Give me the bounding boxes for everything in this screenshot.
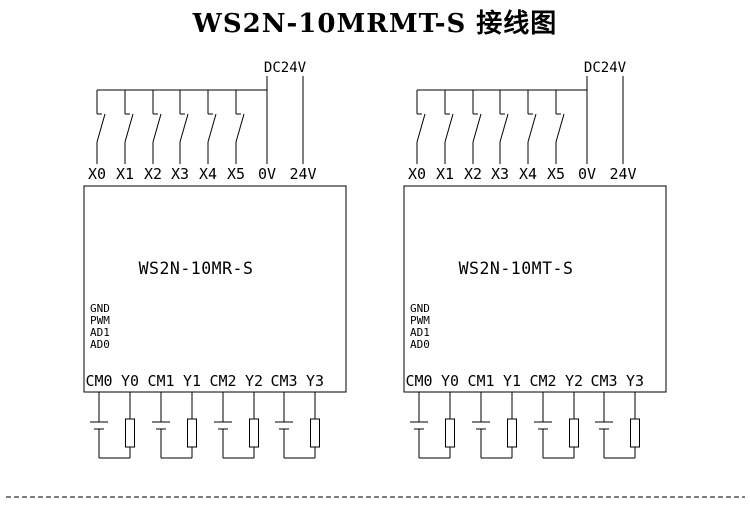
terminal-label-y1: Y1 (503, 372, 521, 390)
terminal-label-cm3: CM3 (270, 372, 297, 390)
io-label-ad1: AD1 (90, 326, 110, 339)
io-label-pwm: PWM (410, 314, 430, 327)
terminal-label-x3: X3 (491, 165, 509, 183)
terminal-label-x2: X2 (144, 165, 162, 183)
io-label-ad0: AD0 (410, 338, 430, 351)
terminal-label-y2: Y2 (245, 372, 263, 390)
power-supply-label: DC24V (264, 60, 307, 76)
terminal-label-x4: X4 (519, 165, 537, 183)
io-label-gnd: GND (410, 302, 430, 315)
terminal-label-y0: Y0 (441, 372, 459, 390)
terminal-label-x2: X2 (464, 165, 482, 183)
terminal-label-x5: X5 (227, 165, 245, 183)
io-label-gnd: GND (90, 302, 110, 315)
right-diagram-labels: DC24V X0 X1 X2 X3 X4 X5 0V 24V WS2N-10MT… (405, 60, 644, 390)
terminal-label-x5: X5 (547, 165, 565, 183)
terminal-label-x0: X0 (88, 165, 106, 183)
terminal-label-y3: Y3 (626, 372, 644, 390)
io-label-pwm: PWM (90, 314, 110, 327)
terminal-label-x0: X0 (408, 165, 426, 183)
page-title: WS2N-10MRMT-S 接线图 (192, 9, 558, 39)
terminal-label-x4: X4 (199, 165, 217, 183)
terminal-label-cm2: CM2 (209, 372, 236, 390)
terminal-label-0v: 0V (258, 165, 276, 183)
terminal-label-0v: 0V (578, 165, 596, 183)
terminal-label-y1: Y1 (183, 372, 201, 390)
power-supply-label: DC24V (584, 60, 627, 76)
terminal-label-cm3: CM3 (590, 372, 617, 390)
terminal-label-y0: Y0 (121, 372, 139, 390)
terminal-label-y2: Y2 (565, 372, 583, 390)
left-diagram-labels: DC24V X0 X1 X2 X3 X4 X5 0V 24V WS2N-10MR… (85, 60, 324, 390)
model-label: WS2N-10MT-S (459, 259, 574, 278)
io-label-ad0: AD0 (90, 338, 110, 351)
terminal-label-cm0: CM0 (85, 372, 112, 390)
terminal-label-x1: X1 (436, 165, 454, 183)
terminal-label-y3: Y3 (306, 372, 324, 390)
io-label-ad1: AD1 (410, 326, 430, 339)
terminal-label-x3: X3 (171, 165, 189, 183)
terminal-label-cm0: CM0 (405, 372, 432, 390)
terminal-label-24v: 24V (609, 165, 636, 183)
terminal-label-cm2: CM2 (529, 372, 556, 390)
terminal-label-cm1: CM1 (147, 372, 174, 390)
terminal-label-cm1: CM1 (467, 372, 494, 390)
model-label: WS2N-10MR-S (139, 259, 254, 278)
terminal-label-x1: X1 (116, 165, 134, 183)
terminal-label-24v: 24V (289, 165, 316, 183)
